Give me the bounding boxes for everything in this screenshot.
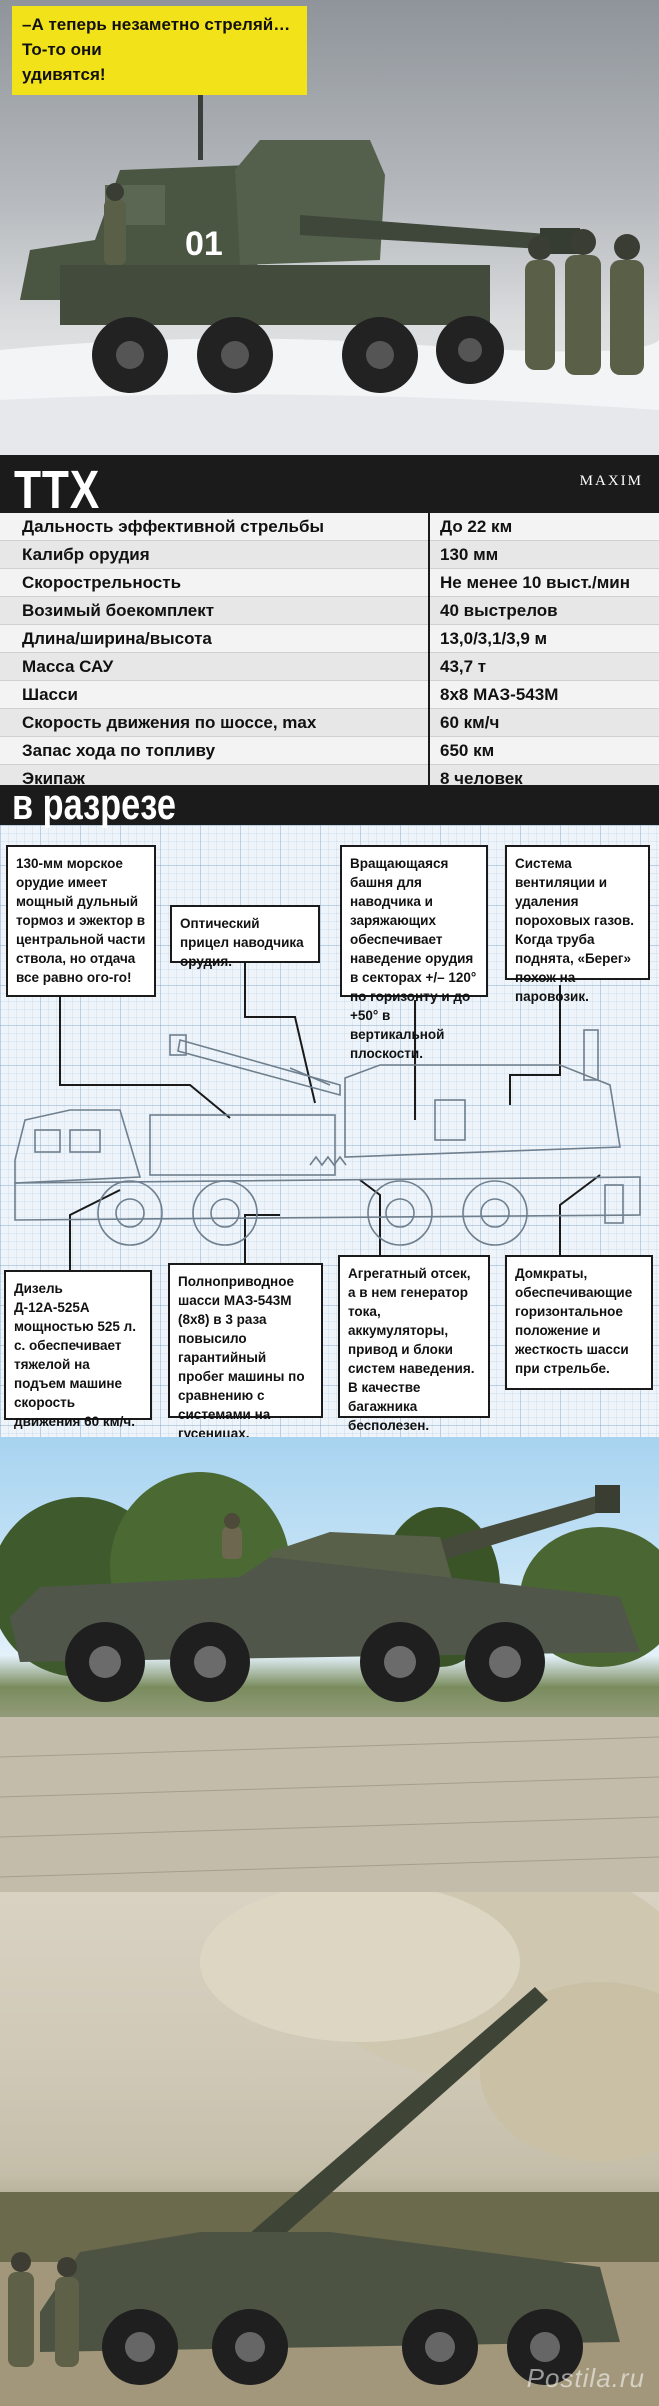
spec-value: 13,0/3,1/3,9 м (440, 629, 548, 648)
spec-value: Не менее 10 выст./мин (440, 573, 631, 592)
callout-aggregate: Агрегатный отсек, а в нем генератор тока… (338, 1255, 490, 1433)
photo-firing: Postila.ru (0, 1892, 659, 2406)
specs-row: Длина/ширина/высота 13,0/3,1/3,9 м (0, 625, 659, 653)
watermark: Postila.ru (526, 2363, 645, 2393)
brand-logo: MAXIM (579, 473, 643, 489)
specs-row: Дальность эффективной стрельбы До 22 км (0, 513, 659, 541)
cutaway-blueprint (14, 955, 641, 1270)
quote-line-3: удивятся! (22, 65, 106, 84)
callout-diesel: Дизель Д-12А-525А мощностью 525 л. с. об… (4, 1270, 152, 1429)
specs-row: Скорость движения по шоссе, max 60 км/ч (0, 709, 659, 737)
spec-label: Масса САУ (22, 657, 114, 676)
callout-jacks: Домкраты, обеспечивающие горизонтальное … (505, 1255, 653, 1390)
specs-row: Запас хода по топливу 650 км (0, 737, 659, 765)
spec-label: Скорость движения по шоссе, max (22, 713, 317, 732)
spec-value: 43,7 т (440, 657, 487, 676)
cutaway-title: в разрезе (12, 780, 176, 829)
spec-label: Запас хода по топливу (22, 741, 216, 760)
callout-sight: Оптический прицел наводчика орудия. (170, 905, 320, 969)
specs-column-divider (428, 513, 430, 785)
specs-row: Шасси 8х8 МАЗ-543М (0, 681, 659, 709)
specs-title: ТТХ (14, 460, 101, 520)
spec-label: Экипаж (22, 769, 85, 788)
spec-value: 8х8 МАЗ-543М (440, 685, 559, 704)
photo-bereg-illustration: 01 (0, 40, 659, 455)
specs-row: Возимый боекомплект 40 выстрелов (0, 597, 659, 625)
photo-howitzer-side (0, 1437, 659, 1892)
quote-line-1: –А теперь незаметно стреляй… (22, 15, 291, 34)
callout-ventilation: Система вентиляции и удаления пороховых … (505, 845, 650, 1004)
spec-value: 650 км (440, 741, 495, 760)
callout-barrel: 130-мм морское орудие имеет мощный дульн… (6, 845, 156, 997)
spec-label: Длина/ширина/высота (22, 629, 212, 648)
specs-table: ТТХ MAXIM Дальность эффективной стрельбы… (0, 455, 659, 793)
spec-value: 60 км/ч (440, 713, 500, 732)
quote-line-2: То-то они (22, 40, 102, 59)
spec-value: 130 мм (440, 545, 499, 564)
spec-label: Скорострельность (22, 573, 182, 592)
spec-value: 8 человек (440, 769, 523, 788)
specs-row: Масса САУ 43,7 т (0, 653, 659, 681)
quote-caption: –А теперь незаметно стреляй… То-то они у… (12, 6, 307, 95)
specs-rows: Дальность эффективной стрельбы До 22 км К… (0, 513, 659, 793)
spec-label: Возимый боекомплект (22, 601, 215, 620)
spec-label: Калибр орудия (22, 545, 150, 564)
cutaway-section: в разрезе (0, 780, 659, 1441)
specs-row: Калибр орудия 130 мм (0, 541, 659, 569)
spec-value: 40 выстрелов (440, 601, 558, 620)
photo-firing-illustration (0, 1892, 659, 2406)
callout-chassis: Полноприводное шасси МАЗ-543М (8х8) в 3 … (168, 1263, 323, 1441)
cutaway-header: в разрезе (0, 780, 659, 829)
spec-label: Шасси (22, 685, 78, 704)
photo-bereg-snow: 01 –А теперь незаметно стреляй… То-то он… (0, 0, 659, 455)
callout-turret: Вращающаяся башня для наводчика и заряжа… (340, 845, 488, 1061)
vehicle-number: 01 (185, 225, 223, 263)
spec-value: До 22 км (440, 517, 513, 536)
spec-label: Дальность эффективной стрельбы (22, 517, 325, 536)
specs-row: Скорострельность Не менее 10 выст./мин (0, 569, 659, 597)
photo-howitzer-illustration (0, 1472, 659, 1892)
